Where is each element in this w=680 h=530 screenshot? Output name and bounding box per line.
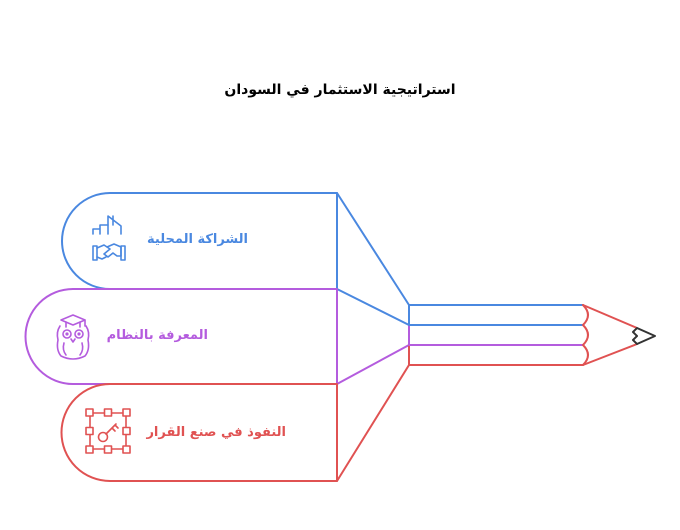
segment-local-partnership	[61, 192, 410, 326]
key-selection-icon	[85, 408, 131, 454]
pencil-tip	[582, 304, 656, 366]
pencil-scallop	[582, 304, 589, 366]
segment-shape-purple	[24, 288, 338, 385]
pencil-body	[408, 304, 589, 366]
label-local-partnership: الشراكة المحلية	[147, 232, 248, 247]
funnel-connector-purple	[336, 324, 410, 385]
handshake-building-icon	[92, 215, 126, 261]
label-decision-influence: النفوذ في صنع القرار	[146, 425, 286, 440]
pencil-lead	[632, 327, 656, 345]
owl-graduation-icon	[56, 314, 90, 360]
funnel-connector-blue	[336, 192, 410, 326]
label-system-knowledge: المعرفة بالنظام	[106, 328, 208, 343]
segment-shape-red	[60, 383, 338, 482]
segment-shape-blue	[61, 192, 338, 290]
diagram-title: استراتيجية الاستثمار في السودان	[224, 82, 456, 98]
